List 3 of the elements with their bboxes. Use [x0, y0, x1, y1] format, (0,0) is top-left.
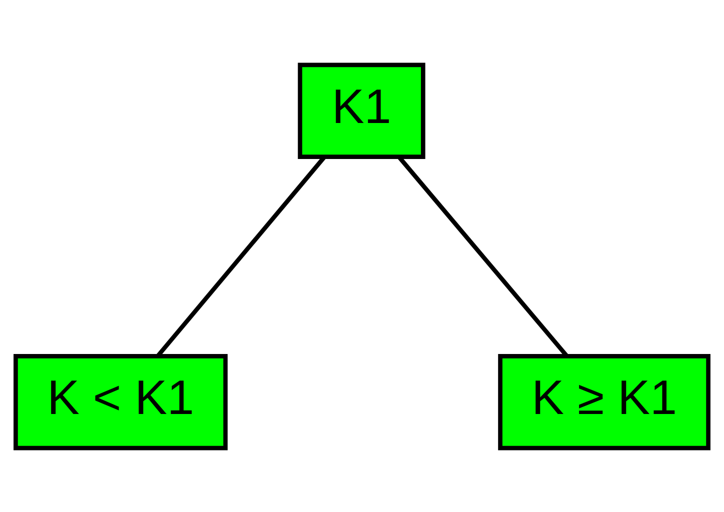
node-box: K < K1 [14, 354, 228, 450]
node-box: K1 [298, 62, 426, 158]
node-box: K ≥ K1 [498, 354, 710, 450]
